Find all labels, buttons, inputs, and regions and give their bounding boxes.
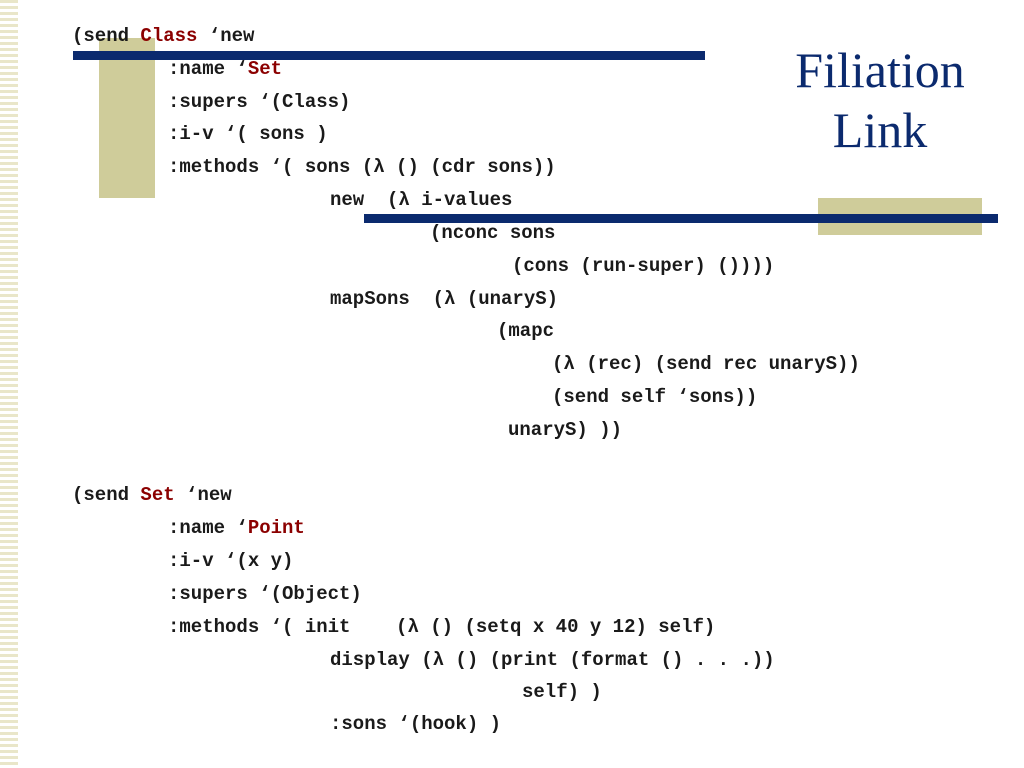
slide-title: Filiation Link <box>760 40 1000 160</box>
code-line: :sons ‘(hook) ) <box>330 713 502 735</box>
code-line: new (λ i-values <box>330 189 513 211</box>
code-text: ‘new <box>174 484 232 506</box>
code-keyword: Class <box>140 25 198 47</box>
code-text: ‘new <box>197 25 255 47</box>
code-line: (send Class ‘new <box>72 25 254 47</box>
code-line: (send self ‘sons)) <box>552 386 758 408</box>
title-line-2: Link <box>832 102 928 158</box>
code-line: mapSons (λ (unaryS) <box>330 288 559 310</box>
code-keyword: Set <box>247 58 283 80</box>
code-text: (send <box>72 484 141 506</box>
code-text: :name ‘ <box>168 58 248 80</box>
code-text: (send <box>72 25 141 47</box>
left-accent-block <box>99 38 155 198</box>
code-keyword: Set <box>140 484 175 506</box>
title-line-1: Filiation <box>795 42 965 98</box>
top-divider-bar <box>73 51 705 60</box>
code-line: display (λ () (print (format () . . .)) <box>330 649 775 671</box>
code-line: (mapc <box>497 320 555 342</box>
code-line: :supers ‘(Class) <box>168 91 351 113</box>
code-line: :supers ‘(Object) <box>168 583 362 605</box>
code-line: (send Set ‘new <box>72 484 232 506</box>
code-line: :name ‘Set <box>168 58 282 80</box>
middle-divider-bar <box>364 214 998 223</box>
code-line: :i-v ‘(x y) <box>168 550 294 572</box>
code-line: (cons (run-super) ()))) <box>512 255 775 277</box>
code-line: :methods ‘( init (λ () (setq x 40 y 12) … <box>168 616 716 638</box>
code-line: :name ‘Point <box>168 517 305 539</box>
code-text: :name ‘ <box>168 517 248 539</box>
code-line: (nconc sons <box>430 222 556 244</box>
code-line: :i-v ‘( sons ) <box>168 123 328 145</box>
code-line: unaryS) )) <box>508 419 623 441</box>
code-keyword: Point <box>247 517 305 539</box>
left-stripe-decoration <box>0 0 18 768</box>
code-line: :methods ‘( sons (λ () (cdr sons)) <box>168 156 556 178</box>
code-line: (λ (rec) (send rec unaryS)) <box>552 353 860 375</box>
code-line: self) ) <box>522 681 602 703</box>
